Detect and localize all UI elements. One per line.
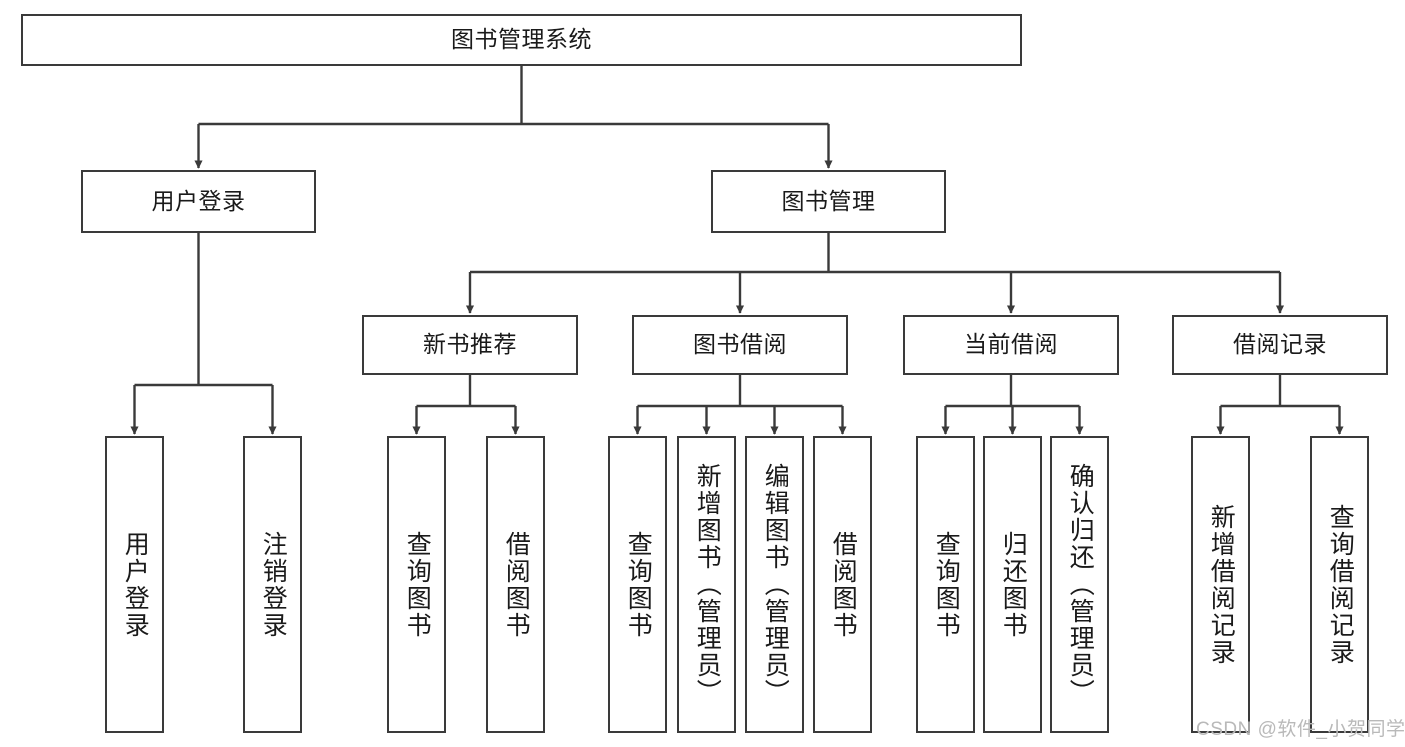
node-label: 查询借阅记录: [1326, 503, 1355, 666]
node-label: 归还图书: [999, 530, 1028, 639]
node-label: 图书借阅: [693, 331, 787, 358]
node-record-2[interactable]: 查询借阅记录: [1310, 436, 1369, 733]
node-current-2[interactable]: 归还图书: [983, 436, 1042, 733]
node-label: 图书管理: [781, 187, 876, 214]
node-login-2[interactable]: 注销登录: [243, 436, 302, 733]
node-borrow-4[interactable]: 借阅图书: [813, 436, 872, 733]
node-label: 借阅记录: [1233, 331, 1327, 358]
node-borrow-1[interactable]: 查询图书: [608, 436, 667, 733]
node-login[interactable]: 用户登录: [81, 170, 316, 233]
node-login-1[interactable]: 用户登录: [105, 436, 164, 733]
node-newbook-2[interactable]: 借阅图书: [486, 436, 545, 733]
node-current[interactable]: 当前借阅: [903, 315, 1119, 375]
node-label: 用户登录: [151, 187, 246, 214]
csdn-watermark: CSDN @软件_小贺同学: [1196, 719, 1405, 740]
node-bookmgmt[interactable]: 图书管理: [711, 170, 946, 233]
node-borrow-2[interactable]: 新增图书（管理员）: [677, 436, 736, 733]
node-label: 用户登录: [121, 530, 150, 639]
node-label: 查询图书: [932, 530, 961, 639]
node-label: 新书推荐: [423, 331, 517, 358]
node-label: 新增借阅记录: [1207, 503, 1236, 666]
node-label: 查询图书: [624, 530, 653, 639]
node-label: 注销登录: [259, 530, 288, 639]
node-newbook[interactable]: 新书推荐: [362, 315, 578, 375]
node-root[interactable]: 图书管理系统: [21, 14, 1022, 66]
node-label: 确认归还（管理员）: [1066, 463, 1095, 706]
node-label: 查询图书: [403, 530, 432, 639]
node-label: 编辑图书（管理员）: [761, 463, 790, 706]
node-label: 新增图书（管理员）: [693, 463, 722, 706]
node-label: 图书管理系统: [451, 26, 592, 53]
node-borrow-3[interactable]: 编辑图书（管理员）: [745, 436, 804, 733]
node-label: 借阅图书: [829, 530, 858, 639]
node-current-1[interactable]: 查询图书: [916, 436, 975, 733]
node-label: 借阅图书: [502, 530, 531, 639]
node-record-1[interactable]: 新增借阅记录: [1191, 436, 1250, 733]
node-label: 当前借阅: [964, 331, 1058, 358]
node-record[interactable]: 借阅记录: [1172, 315, 1388, 375]
node-borrow[interactable]: 图书借阅: [632, 315, 848, 375]
node-current-3[interactable]: 确认归还（管理员）: [1050, 436, 1109, 733]
node-newbook-1[interactable]: 查询图书: [387, 436, 446, 733]
